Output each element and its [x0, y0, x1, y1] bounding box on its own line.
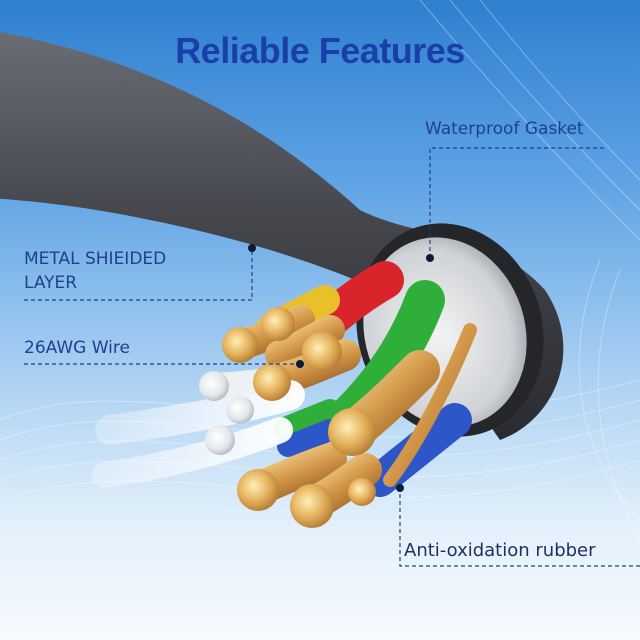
page-title: Reliable Features [175, 30, 465, 71]
callout-dots [248, 244, 434, 492]
metal-shielded-label-line2: LAYER [24, 273, 78, 293]
anti-oxidation-rubber-label: Anti-oxidation rubber [404, 540, 596, 561]
callout-lines [24, 147, 640, 567]
metal-shielded-layer-label: METAL SHIEIDED LAYER [24, 247, 254, 295]
metal-shielded-label-line1: METAL SHIEIDED [24, 249, 167, 269]
cable-jacket [0, 31, 564, 440]
blue-wire-small [277, 419, 341, 457]
strand-ends [199, 307, 376, 528]
wire-gauge-label: 26AWG Wire [24, 338, 130, 358]
waterproof-gasket-label: Waterproof Gasket [425, 119, 584, 139]
